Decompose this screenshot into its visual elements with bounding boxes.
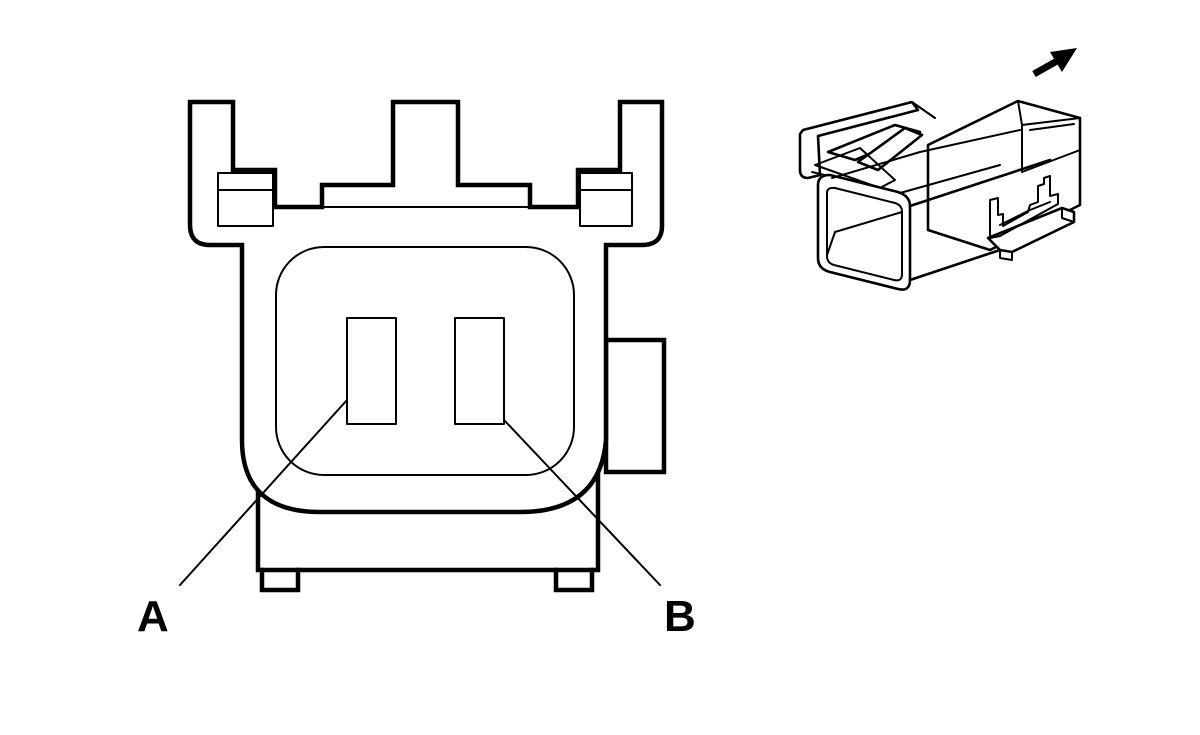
callout-b-label: B xyxy=(664,592,696,641)
direction-arrow-icon xyxy=(1032,48,1077,78)
connector-housing-outline xyxy=(187,99,665,515)
right-lock-block xyxy=(579,172,633,227)
connector-face-view: A B xyxy=(137,99,696,641)
side-latch-tab xyxy=(603,337,667,475)
callout-a-label: A xyxy=(137,592,169,641)
terminal-cavity xyxy=(275,246,575,476)
terminal-b xyxy=(454,317,505,425)
left-lock-block xyxy=(217,172,274,227)
callout-b-leader xyxy=(503,419,661,586)
terminal-a xyxy=(346,317,397,425)
connector-isometric-view xyxy=(798,48,1082,291)
callout-a-leader xyxy=(179,399,348,586)
